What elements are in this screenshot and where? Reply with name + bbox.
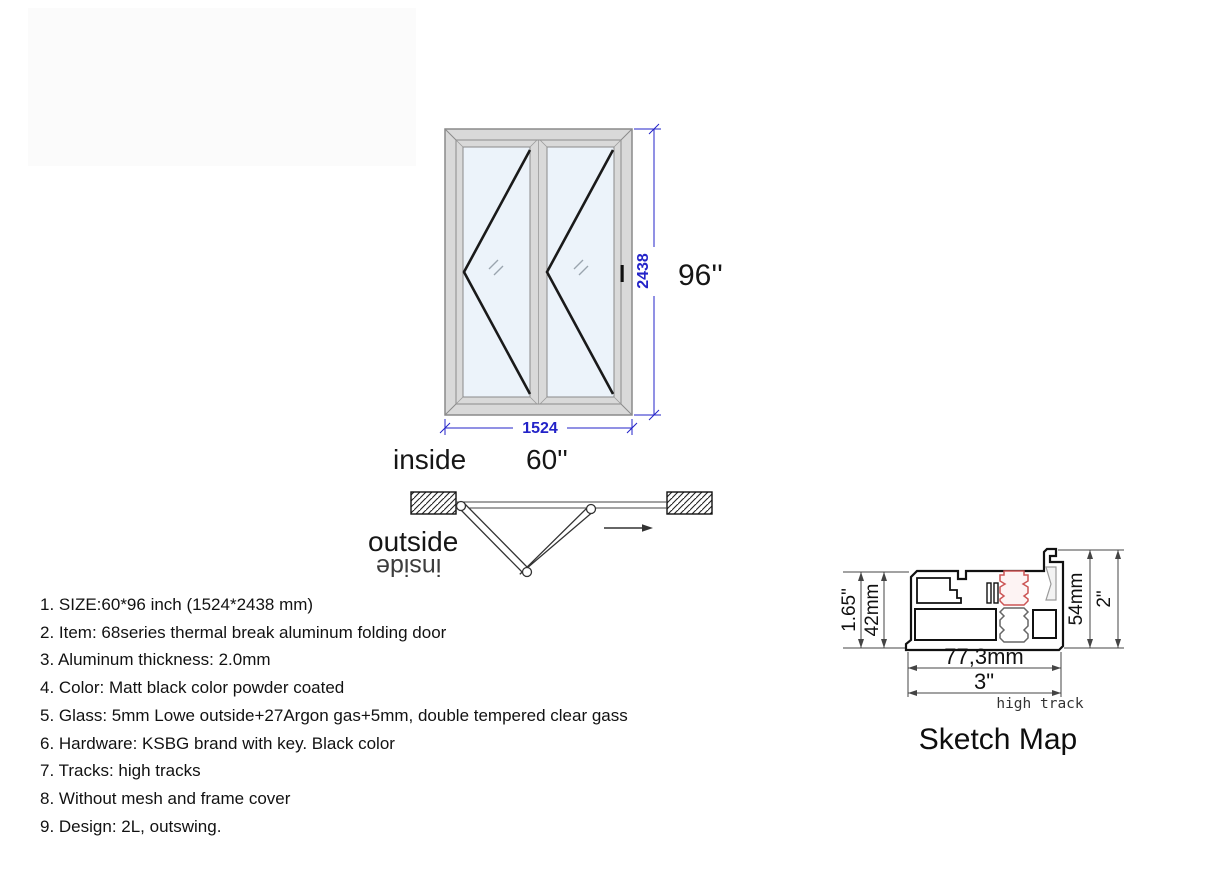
- dim-bottom-mm: 77,3mm: [944, 644, 1023, 669]
- fold-direction-chevrons: [462, 149, 615, 395]
- height-label-inch: 96'': [678, 259, 723, 292]
- plan-view-drawing: [410, 491, 713, 578]
- spec-item-7: 7. Tracks: high tracks: [40, 761, 201, 781]
- bottom-dimension-arrows: [908, 665, 1061, 696]
- inside-label: inside: [393, 444, 467, 475]
- profile-upper-chamber: [916, 577, 962, 604]
- width-dimension-mm: 1524: [522, 420, 558, 437]
- hinge-points: [455, 500, 597, 578]
- spec-item-3: 3. Aluminum thickness: 2.0mm: [40, 650, 271, 670]
- sketch-map-title: Sketch Map: [918, 723, 1078, 756]
- spec-item-6: 6. Hardware: KSBG brand with key. Black …: [40, 733, 395, 753]
- left-dimension-lines: [843, 571, 909, 649]
- left-dimension-arrows: [858, 572, 887, 648]
- profile-bottom-chamber: [914, 608, 997, 641]
- dim-left-inch: 1.65": [839, 588, 860, 632]
- spec-item-1: 1. SIZE:60*96 inch (1524*2438 mm): [40, 595, 314, 614]
- track-lines: [456, 501, 667, 509]
- track-type-label: high track: [996, 696, 1084, 712]
- inside-mirrored-label: inside: [376, 553, 442, 581]
- frame-miter-lines: [444, 128, 633, 416]
- dim-bottom-inch: 3": [974, 669, 994, 694]
- spec-item-5: 5. Glass: 5mm Lowe outside+27Argon gas+5…: [40, 705, 628, 725]
- dim-right-inch: 2": [1094, 590, 1115, 607]
- wall-block-right: [666, 491, 713, 515]
- dim-right-mm: 54mm: [1066, 573, 1087, 626]
- profile-right-chamber: [1032, 609, 1057, 639]
- right-dimension-arrows: [1087, 550, 1121, 648]
- dim-left-mm: 42mm: [862, 584, 883, 637]
- outside-label: outside: [368, 526, 459, 557]
- width-label-inch: 60'': [526, 444, 568, 475]
- profile-fins: [986, 582, 999, 604]
- folding-panels: [457, 501, 596, 576]
- lower-interlock-piece: [998, 607, 1030, 643]
- spec-item-2: 2. Item: 68series thermal break aluminum…: [40, 622, 447, 642]
- logo-placeholder-area: [28, 8, 416, 166]
- height-dimension-mm: 2438: [635, 253, 652, 289]
- specification-list: 1. SIZE:60*96 inch (1524*2438 mm) 2. Ite…: [40, 591, 800, 840]
- slide-direction-arrow: [604, 524, 653, 532]
- spec-item-4: 4. Color: Matt black color powder coated: [40, 678, 345, 698]
- track-profile-section-drawing: 1.65" 42mm 54mm 2" 77,3mm 3" high track: [839, 547, 1124, 712]
- door-handle: [620, 265, 624, 282]
- thermal-break-insulator: [999, 570, 1029, 606]
- panel-bevel-lines: [455, 139, 622, 405]
- width-dimension-lines: [439, 419, 638, 435]
- right-dimension-lines: [1058, 549, 1124, 649]
- wall-block-left: [410, 491, 457, 515]
- glazing-gasket: [1045, 566, 1057, 601]
- glass-reflection-marks: [488, 259, 589, 276]
- glass-pane-right: [546, 146, 615, 398]
- door-elevation-drawing: 2438 1524 96'': [439, 123, 723, 437]
- height-dimension-lines: [634, 123, 661, 421]
- spec-item-9: 9. Design: 2L, outswing.: [40, 816, 222, 836]
- bottom-dimension-lines: [907, 652, 1062, 697]
- spec-item-8: 8. Without mesh and frame cover: [40, 788, 291, 808]
